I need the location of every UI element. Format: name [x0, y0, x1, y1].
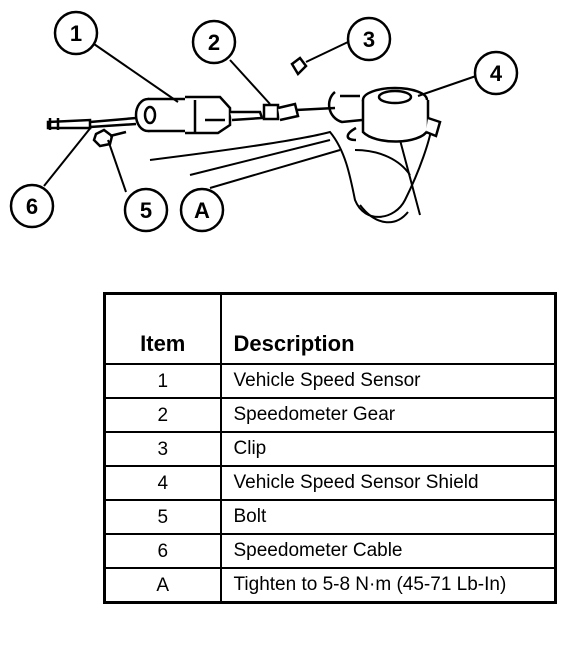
- callout-5: 5: [123, 187, 169, 233]
- table-row: 5 Bolt: [103, 499, 557, 535]
- leader-lines: [43, 41, 477, 193]
- svg-text:1: 1: [70, 21, 82, 46]
- item-cell: A: [103, 567, 222, 604]
- svg-text:6: 6: [26, 194, 38, 219]
- bolt: [92, 128, 127, 148]
- description-cell: Speedometer Cable: [219, 533, 557, 569]
- item-cell: 1: [103, 363, 222, 399]
- exploded-view-diagram: 1 2 3 4 5 6 A: [9, 10, 519, 233]
- table-row: 4 Vehicle Speed Sensor Shield: [103, 465, 557, 501]
- table-row: 6 Speedometer Cable: [103, 533, 557, 569]
- svg-text:2: 2: [208, 30, 220, 55]
- clip: [290, 56, 308, 77]
- table-row: A Tighten to 5-8 N·m (45-71 Lb-In): [103, 567, 557, 604]
- description-cell: Tighten to 5-8 N·m (45-71 Lb-In): [219, 567, 557, 604]
- description-cell: Speedometer Gear: [219, 397, 557, 433]
- table-row: 2 Speedometer Gear: [103, 397, 557, 433]
- vehicle-speed-sensor: [134, 95, 264, 135]
- callout-a: A: [179, 187, 225, 233]
- header-description: Description: [219, 292, 557, 365]
- item-cell: 6: [103, 533, 222, 569]
- callout-3: 3: [346, 16, 392, 62]
- table-header-row: Item Description: [103, 292, 557, 365]
- header-item: Item: [103, 292, 222, 365]
- callout-2: 2: [191, 19, 237, 65]
- item-cell: 3: [103, 431, 222, 467]
- table-row: 3 Clip: [103, 431, 557, 467]
- sensor-shield: [327, 86, 442, 143]
- item-cell: 4: [103, 465, 222, 501]
- transmission-housing: [149, 124, 433, 224]
- svg-text:5: 5: [140, 198, 152, 223]
- callout-1: 1: [53, 10, 99, 56]
- svg-text:A: A: [194, 198, 210, 223]
- speedometer-cable: [46, 116, 137, 130]
- callout-4: 4: [473, 50, 519, 96]
- description-cell: Clip: [219, 431, 557, 467]
- svg-text:3: 3: [363, 27, 375, 52]
- parts-table: Item Description 1 Vehicle Speed Sensor …: [103, 292, 557, 604]
- item-cell: 2: [103, 397, 222, 433]
- description-cell: Vehicle Speed Sensor: [219, 363, 557, 399]
- callout-6: 6: [9, 183, 55, 229]
- svg-text:4: 4: [490, 61, 503, 86]
- table-row: 1 Vehicle Speed Sensor: [103, 363, 557, 399]
- description-cell: Vehicle Speed Sensor Shield: [219, 465, 557, 501]
- description-cell: Bolt: [219, 499, 557, 535]
- item-cell: 5: [103, 499, 222, 535]
- speedometer-gear: [262, 102, 336, 122]
